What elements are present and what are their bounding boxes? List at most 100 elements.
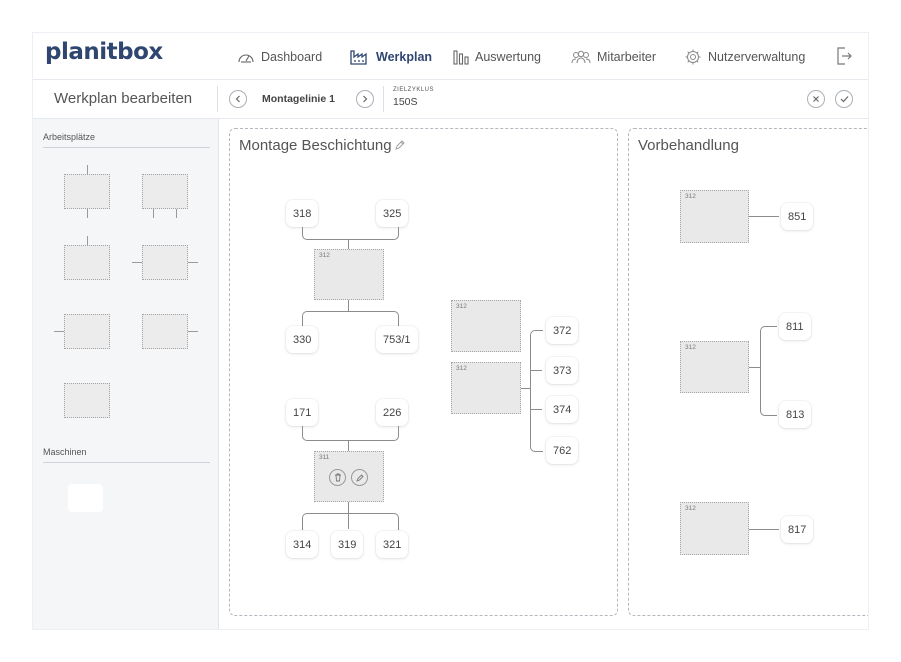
workstation[interactable]: 312 [680,190,749,243]
part-node[interactable]: 318 [286,200,319,227]
close-icon [813,96,819,102]
part-node[interactable]: 330 [286,326,319,353]
part-node[interactable]: 762 [546,437,579,464]
station-number: 311 [319,454,330,461]
connector-stub [87,209,88,218]
station-number: 312 [685,505,696,512]
station-number: 312 [685,193,696,200]
workstation[interactable]: 312 [451,300,521,352]
cycle-label: ZIELZYKLUS [393,87,435,93]
part-node[interactable]: 811 [779,313,811,340]
part-node[interactable]: 314 [286,531,319,558]
nav-dashboard[interactable]: Dashboard [237,47,322,67]
delete-station-button[interactable] [329,469,346,486]
workstation[interactable]: 312 [451,362,521,414]
connector-stub [87,236,88,245]
connector-stub [176,209,177,218]
connector [302,227,399,240]
connector-stub [153,209,154,218]
chevron-left-icon [235,95,240,103]
workstation-template-left-right[interactable] [142,245,188,280]
workstation[interactable]: 312 [680,341,749,393]
nav-nutzerverwaltung[interactable]: Nutzerverwaltung [684,47,805,67]
section-title: Montage Beschichtung [239,137,392,154]
part-node[interactable]: 325 [376,200,409,227]
nav-label: Mitarbeiter [597,50,657,64]
connector [302,426,399,441]
machine-template[interactable] [68,484,103,512]
checkmark-icon [840,96,848,103]
part-node[interactable]: 226 [376,399,409,426]
part-node[interactable]: 817 [781,516,814,543]
workstation-template-left[interactable] [64,314,110,349]
production-line-name: Montagelinie 1 [262,93,335,105]
logout-button[interactable] [836,46,858,66]
connector [348,239,349,249]
connector [530,370,542,371]
pencil-icon[interactable] [395,140,405,150]
nav-auswertung[interactable]: Auswertung [453,47,541,67]
section-montage-beschichtung[interactable]: Montage Beschichtung 318 325 312 330 753… [229,128,618,616]
workstation-template-right[interactable] [142,314,188,349]
previous-line-button[interactable] [229,90,247,108]
part-node[interactable]: 373 [546,357,579,384]
workstation-template-double-bottom[interactable] [142,174,188,209]
part-node[interactable]: 171 [286,399,319,426]
save-button[interactable] [835,90,853,108]
next-line-button[interactable] [356,90,374,108]
machines-heading: Maschinen [43,447,87,457]
gauge-icon [238,54,254,63]
nav-label: Dashboard [261,50,323,64]
nav-label: Werkplan [376,50,433,64]
palette-sidebar: Arbeitsplätze Maschinen [33,119,219,629]
connector [348,440,349,451]
connector-stub [54,331,64,332]
top-navigation: planitbox Dashboard Werkplan Auswertung [33,33,868,80]
cycle-value: 150S [393,96,418,108]
gear-icon [685,49,701,65]
station-number: 312 [456,365,467,372]
connector [760,326,777,416]
divider [383,86,384,112]
edit-station-button[interactable] [351,469,368,486]
workstation[interactable]: 312 [314,249,384,300]
connector [302,311,399,326]
connector [521,388,530,389]
nav-werkplan[interactable]: Werkplan [350,47,432,67]
part-node[interactable]: 813 [779,401,812,428]
part-node[interactable]: 753/1 [376,326,418,353]
connector [749,216,779,217]
nav-mitarbeiter[interactable]: Mitarbeiter [571,47,656,67]
cancel-button[interactable] [807,90,825,108]
connector [348,300,349,311]
connector [749,367,760,368]
divider [43,147,210,148]
connector-stub [188,262,198,263]
part-node[interactable]: 374 [546,396,579,423]
connector [530,330,543,452]
part-node[interactable]: 321 [376,531,409,558]
part-node[interactable]: 372 [546,317,579,344]
station-number: 312 [319,252,330,259]
page-title: Werkplan bearbeiten [54,90,193,107]
part-node[interactable]: 851 [781,203,814,230]
connector-stub [87,165,88,174]
connector [530,409,542,410]
plan-canvas[interactable]: Montage Beschichtung 318 325 312 330 753… [219,119,868,629]
workstations-heading: Arbeitsplätze [43,132,96,142]
workstation-selected[interactable]: 311 [314,451,384,502]
section-vorbehandlung[interactable]: Vorbehandlung 312 851 312 811 813 312 81… [628,128,868,616]
connector [749,529,779,530]
workstation-template-top[interactable] [64,245,110,280]
workstation[interactable]: 312 [680,502,749,555]
workstation-template-top-bottom[interactable] [64,174,110,209]
nav-label: Nutzerverwaltung [708,50,806,64]
app-window: planitbox Dashboard Werkplan Auswertung [33,33,868,629]
connector-stub [132,262,142,263]
workstation-template-plain[interactable] [64,383,110,418]
nav-label: Auswertung [475,50,542,64]
trash-icon [334,473,341,482]
app-logo[interactable]: planitbox [45,39,163,65]
logout-icon [837,47,852,65]
part-node[interactable]: 319 [331,531,364,558]
